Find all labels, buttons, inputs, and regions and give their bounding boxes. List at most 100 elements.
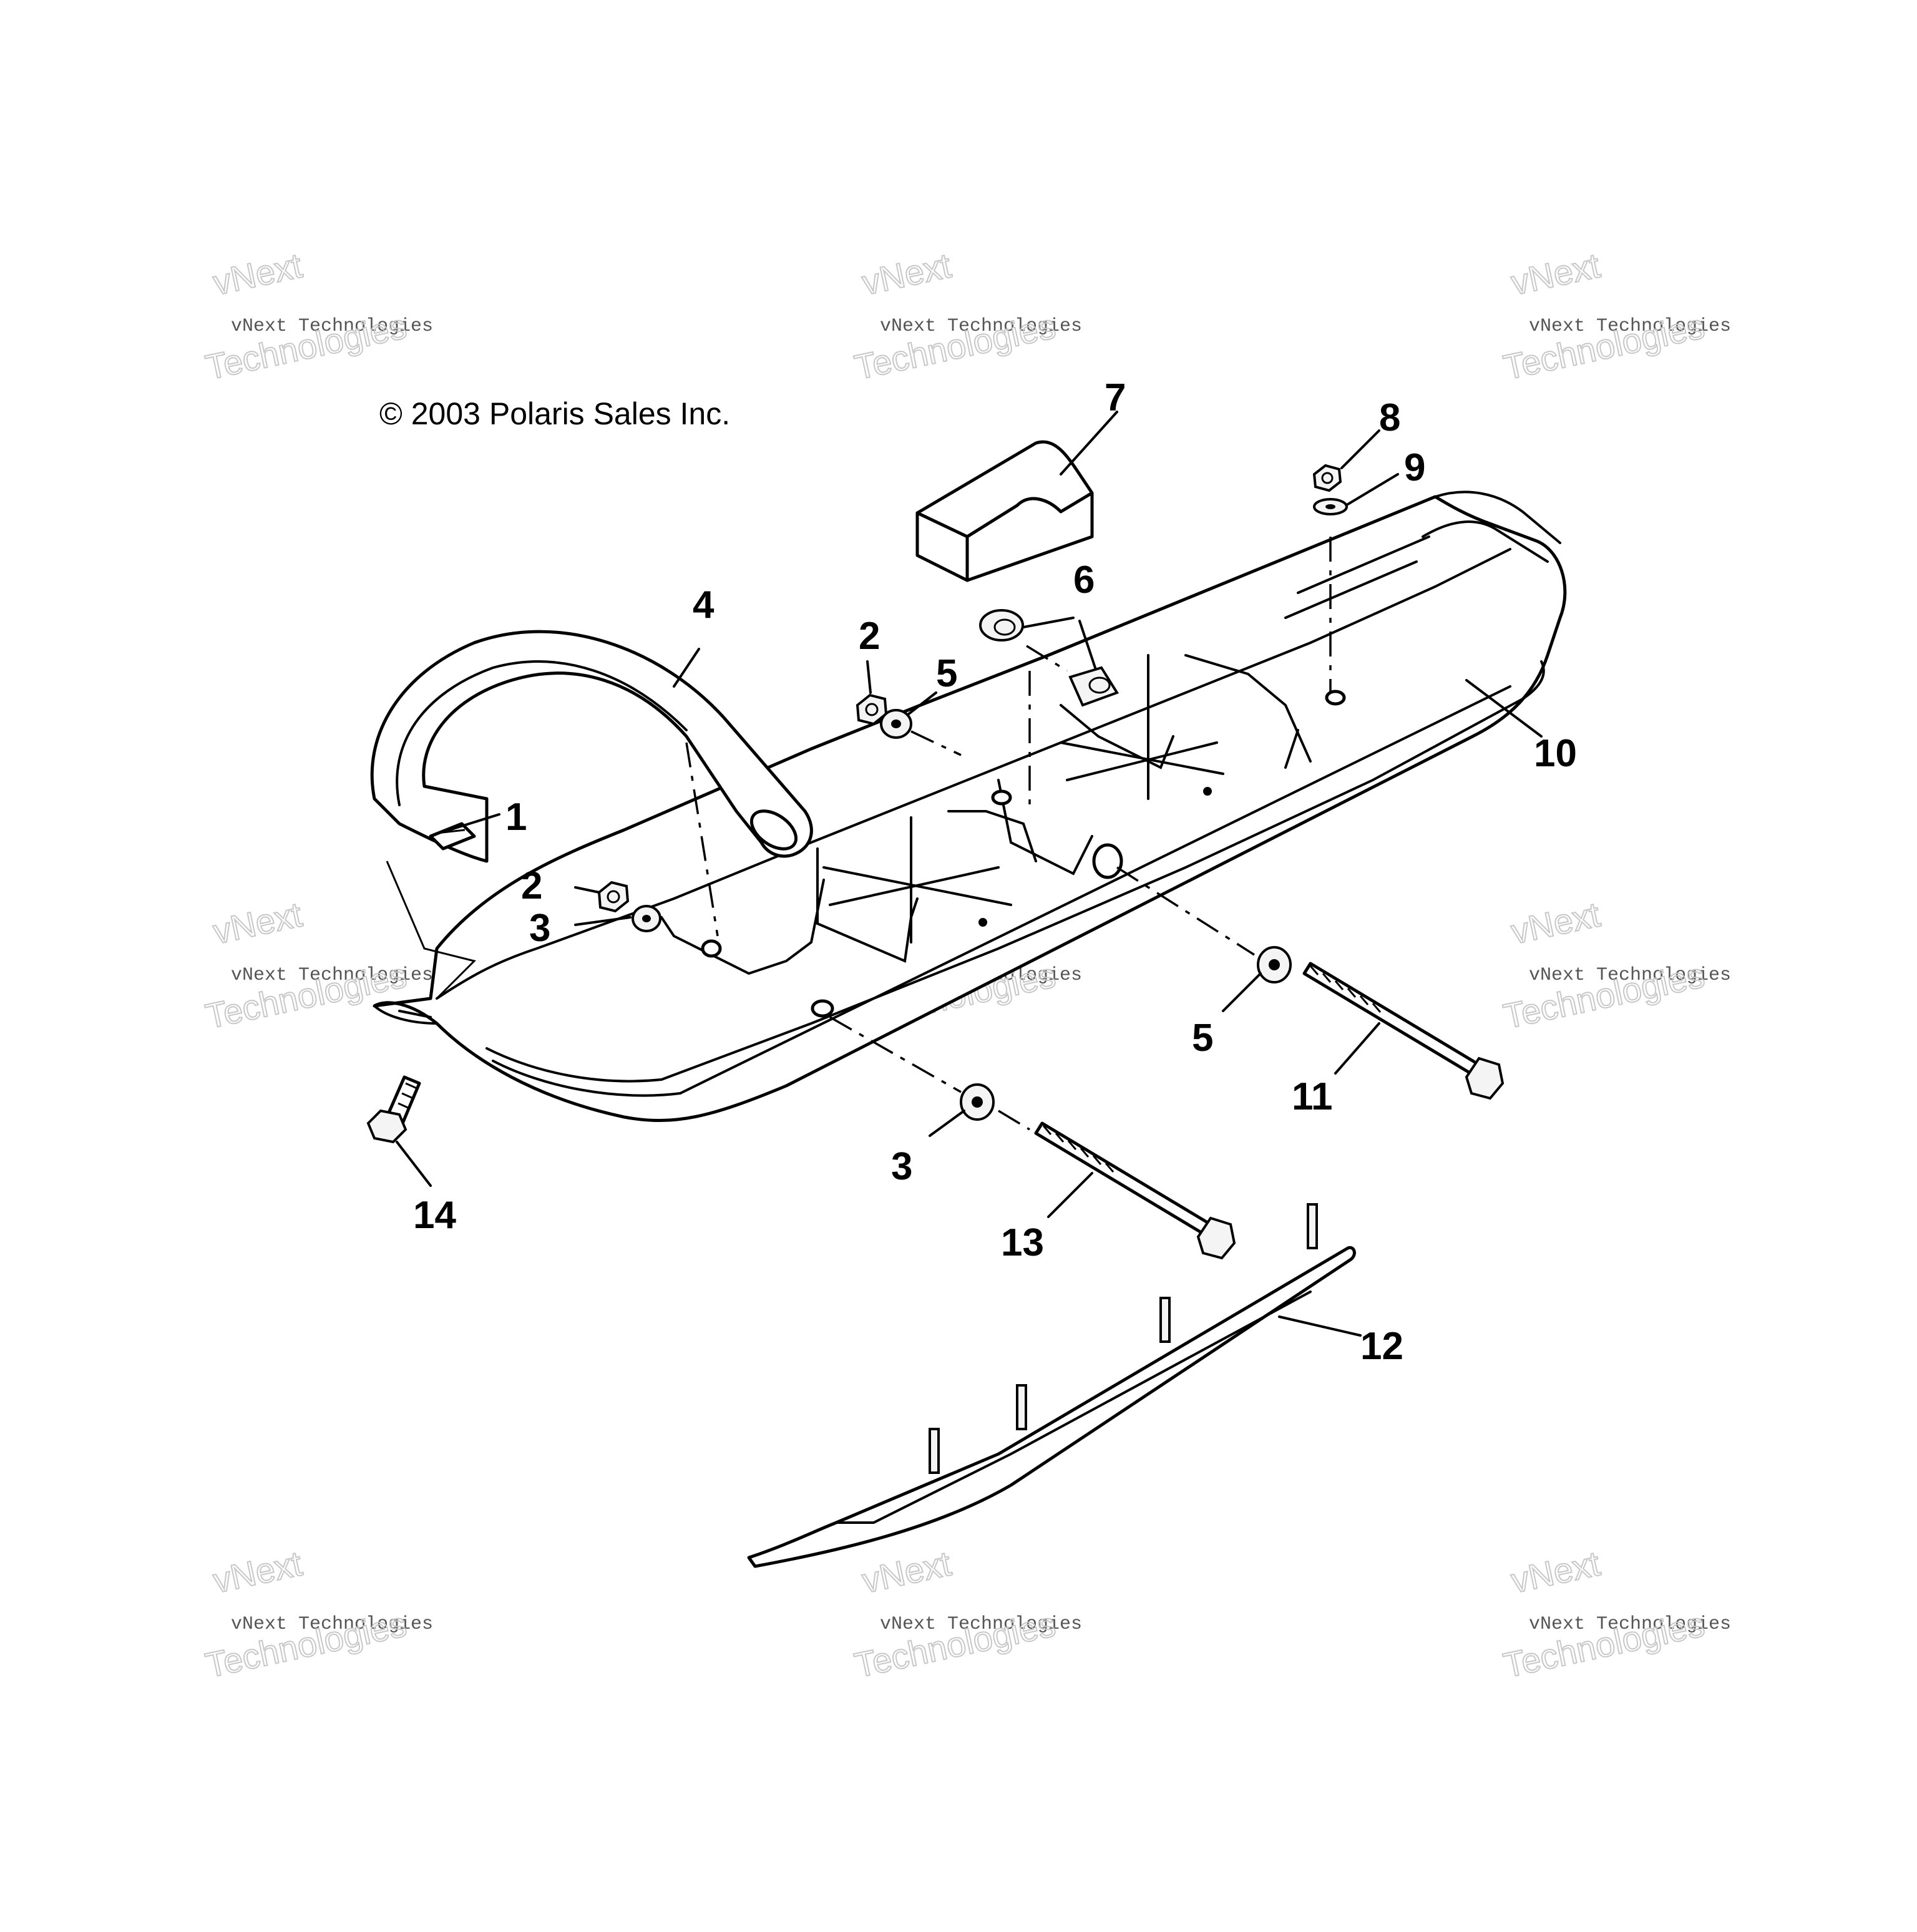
- watermark-large-line-1: vNext: [1508, 1543, 1604, 1600]
- callout-labels: 1 2 2 3 3 4 5 5 6 7 8 9 10 11 12 13 14: [413, 376, 1577, 1368]
- assembly-line-13b: [998, 1110, 1030, 1131]
- ski-cross-brace-2: [1060, 691, 1224, 800]
- ski-rear-hole: [701, 939, 722, 958]
- callout-7: 7: [1105, 376, 1126, 419]
- wear-bar-stud-4: [1307, 1203, 1318, 1249]
- leader-lines: [386, 411, 1543, 1337]
- handle-clip-detail: [436, 829, 466, 834]
- bumper-side-face: [965, 491, 1094, 582]
- watermark: vNext vNext Technologies Technologies: [1500, 894, 1731, 1037]
- bushing-upper-part: [979, 609, 1024, 642]
- nut-lower-part: [597, 881, 630, 913]
- callout-13: 13: [1001, 1221, 1044, 1264]
- ski-small-hole: [978, 918, 987, 927]
- bushing-lower-hole: [1088, 676, 1111, 694]
- leader-4: [673, 648, 700, 688]
- callout-8: 8: [1379, 396, 1400, 439]
- callout-5-upper: 5: [936, 652, 957, 695]
- watermark-small-line: vNext Technologies: [880, 1614, 1082, 1635]
- wear-bar-body: [747, 1246, 1356, 1568]
- washer-hole: [1325, 504, 1335, 509]
- ski-bumper-part: [915, 440, 1094, 582]
- watermark-large-line-1: vNext: [1508, 245, 1604, 302]
- ski-keel-inner-line: [492, 685, 1511, 1097]
- watermark-large-line-1: vNext: [859, 1543, 955, 1600]
- ski-outer-shell: [373, 495, 1567, 1123]
- callout-1: 1: [505, 796, 527, 839]
- ski-body-part: [373, 490, 1567, 1123]
- leader-10: [1465, 679, 1543, 738]
- leader-6: [1022, 617, 1096, 669]
- watermark: vNext vNext Technologies Technologies: [202, 245, 433, 388]
- washer-hole: [891, 720, 901, 728]
- bushing-upper-outer: [979, 609, 1024, 642]
- washer-part: [880, 709, 912, 739]
- washer-hole: [1269, 959, 1280, 970]
- callout-4: 4: [693, 583, 715, 627]
- callout-9: 9: [1404, 446, 1425, 489]
- watermark: vNext vNext Technologies Technologies: [202, 894, 433, 1037]
- callout-10: 10: [1534, 732, 1577, 775]
- bolt-13-part: [1034, 1121, 1236, 1260]
- callout-3-upper: 3: [529, 907, 550, 950]
- callout-6: 6: [1073, 559, 1095, 602]
- leader-5b: [1222, 972, 1262, 1012]
- callout-12: 12: [1360, 1325, 1403, 1368]
- washer-part: [960, 1083, 995, 1121]
- washer-hole: [972, 1096, 983, 1108]
- callout-3-lower: 3: [891, 1145, 912, 1188]
- watermark-small-line: vNext Technologies: [231, 1614, 433, 1635]
- watermark-small-line: vNext Technologies: [231, 316, 433, 337]
- callout-11: 11: [1292, 1075, 1333, 1118]
- wear-bar-stud-2: [1016, 1384, 1027, 1430]
- ski-handle-part: [370, 630, 813, 863]
- wear-bar-edge: [835, 1290, 1312, 1524]
- nut-lower: [597, 881, 630, 913]
- wear-bar-stud-3: [1159, 1297, 1171, 1343]
- ski-mid-hole: [991, 789, 1012, 806]
- bolt-13-thread: [1042, 1125, 1115, 1173]
- leader-3b: [929, 1110, 965, 1137]
- ski-tail-tip: [373, 1005, 438, 1025]
- ski-cross-brace-1: [822, 816, 1012, 944]
- bolt-13-head: [1196, 1216, 1236, 1260]
- screw-14-head: [366, 1109, 407, 1144]
- ski-small-hole: [1203, 787, 1212, 796]
- watermark: vNext vNext Technologies Technologies: [851, 1543, 1082, 1686]
- assembly-line-1: [386, 861, 476, 1000]
- watermark-large-line-1: vNext: [210, 894, 306, 951]
- washer-part: [1257, 946, 1292, 983]
- leader-2a: [866, 660, 872, 694]
- watermark-small-line: vNext Technologies: [231, 965, 433, 986]
- ski-cavity-mid: [816, 779, 1093, 963]
- leader-5a: [907, 691, 937, 716]
- nut-front: [1312, 464, 1342, 492]
- ski-handle-end-hole: [749, 809, 798, 851]
- leader-14: [396, 1141, 432, 1187]
- bushing-lower-body: [1068, 666, 1119, 707]
- assembly-line-5: [910, 730, 962, 756]
- wear-bar-part: [747, 1203, 1356, 1568]
- bushing-upper-hole: [993, 618, 1016, 636]
- bolt-11-part: [1302, 962, 1505, 1100]
- watermark-large-line-1: vNext: [210, 245, 306, 302]
- watermark-small-line: vNext Technologies: [1529, 316, 1731, 337]
- washer-hole: [642, 915, 651, 922]
- nut-front-part: [1312, 464, 1342, 492]
- wear-bar-stud-1: [929, 1428, 940, 1474]
- watermark: vNext vNext Technologies Technologies: [1500, 1543, 1731, 1686]
- assembly-line-6: [1026, 645, 1068, 672]
- nut-front-hole: [1321, 472, 1334, 484]
- watermark: vNext vNext Technologies Technologies: [851, 245, 1082, 388]
- callout-5-lower: 5: [1192, 1017, 1213, 1060]
- leader-13: [1047, 1172, 1093, 1218]
- nut-lower-hole: [607, 890, 620, 904]
- leader-1: [448, 813, 500, 831]
- callout-2-lower: 2: [521, 864, 542, 907]
- assembly-line-4: [685, 742, 719, 937]
- watermark-large-line-1: vNext: [859, 245, 955, 302]
- screw-14-thread: [398, 1082, 417, 1110]
- leader-2b: [574, 886, 600, 894]
